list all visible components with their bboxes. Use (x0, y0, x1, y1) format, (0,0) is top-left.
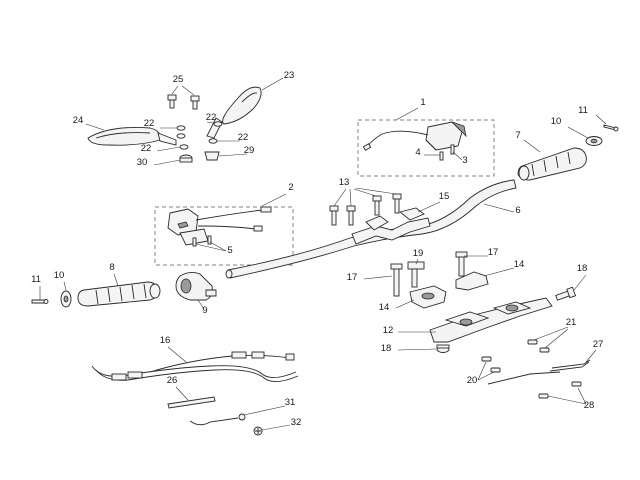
callout-c18b: 18 (381, 343, 392, 354)
screw-3 (450, 144, 455, 155)
callout-c22a: 22 (144, 118, 155, 129)
throttle-housing-9 (175, 271, 217, 301)
spacer-21-a (527, 339, 538, 345)
callout-c7: 7 (515, 130, 520, 141)
washer-22-d (213, 121, 223, 127)
handlebar-6 (225, 179, 517, 279)
callout-c12: 12 (383, 325, 394, 336)
callout-c17b: 17 (347, 272, 358, 283)
washer-22-e (208, 138, 218, 144)
callout-c3: 3 (462, 155, 467, 166)
bolt-17-right (455, 251, 468, 277)
callout-c4: 4 (415, 147, 420, 158)
callout-c14b: 14 (379, 302, 390, 313)
callout-c26: 26 (167, 375, 178, 386)
callout-c19: 19 (413, 248, 424, 259)
brace-rod (487, 371, 561, 385)
callout-c21: 21 (566, 317, 577, 328)
bolt-13-c (372, 195, 382, 216)
bolt-19 (407, 261, 425, 288)
bracket-27 (549, 359, 591, 372)
callout-c28: 28 (584, 400, 595, 411)
callout-c5: 5 (227, 245, 232, 256)
switch-cube-1 (425, 121, 467, 151)
adapter-29 (204, 151, 220, 161)
nut-18-left (436, 344, 450, 353)
spacer-21-b (539, 347, 550, 353)
callout-c22c: 22 (238, 132, 249, 143)
spacer-28-b (571, 381, 582, 387)
screw-5-b (207, 235, 212, 245)
bolt-13-b (346, 205, 356, 226)
pin-11-left (31, 299, 49, 304)
spacer-20-b (490, 367, 501, 373)
lower-clamp-12 (429, 297, 553, 343)
callout-c20: 20 (467, 375, 478, 386)
mirror-left (87, 127, 177, 146)
washer-22-b (176, 133, 186, 139)
callout-c8: 8 (109, 262, 114, 273)
grip-8 (77, 281, 161, 307)
callout-c11b: 11 (31, 274, 41, 285)
switch-cube-2 (167, 208, 209, 246)
upper-clamp-15 (351, 207, 431, 245)
callout-c10a: 10 (551, 116, 562, 127)
callout-c24: 24 (73, 115, 84, 126)
bolt-13-d (392, 193, 402, 214)
callout-c18a: 18 (577, 263, 588, 274)
bolt-18-right (555, 286, 577, 301)
callout-c2: 2 (288, 182, 293, 193)
bolt-25-left (167, 94, 177, 109)
screw-5-a (192, 237, 197, 247)
throttle-cable-16 (91, 351, 299, 382)
callout-c10b: 10 (54, 270, 65, 281)
switch-2-wire-a (195, 209, 263, 221)
screw-4 (439, 151, 444, 161)
callout-c16: 16 (160, 335, 171, 346)
callout-c22d: 22 (141, 143, 152, 154)
spacer-20-a (481, 356, 492, 362)
nut-30 (179, 154, 193, 163)
callout-c11a: 11 (578, 105, 588, 116)
callout-c25: 25 (173, 74, 184, 85)
callout-c29: 29 (244, 145, 255, 156)
callout-c13: 13 (339, 177, 350, 188)
riser-14-right (455, 271, 489, 291)
callout-c30: 30 (137, 157, 148, 168)
bar-end-10-right (585, 136, 603, 146)
riser-14-left (409, 285, 447, 309)
bolt-25-right (190, 95, 200, 110)
switch-assembly-1-group-box (357, 119, 495, 177)
screw-32 (253, 426, 263, 436)
callout-c23: 23 (284, 70, 295, 81)
washer-22-a (176, 125, 186, 131)
pin-11-right (603, 124, 619, 132)
callout-c22b: 22 (206, 112, 217, 123)
washer-22-c (179, 144, 189, 150)
callout-c15: 15 (439, 191, 450, 202)
wire-clip-31 (189, 413, 246, 426)
switch-1-wire (367, 130, 429, 147)
bolt-13-a (329, 205, 339, 226)
switch-1-connector (362, 143, 372, 151)
callout-c27: 27 (593, 339, 604, 350)
callout-c31: 31 (285, 397, 296, 408)
callout-c1: 1 (420, 97, 425, 108)
switch-2-connector-b (253, 225, 263, 232)
callout-c6: 6 (515, 205, 520, 216)
bolt-17-left (390, 263, 403, 297)
callout-c9: 9 (202, 305, 207, 316)
callout-c14a: 14 (514, 259, 525, 270)
callout-c17a: 17 (488, 247, 499, 258)
grip-7 (517, 147, 587, 181)
leader-lines (39, 77, 607, 431)
spacer-28-a (538, 393, 549, 399)
tie-strap-26 (167, 396, 216, 409)
bar-end-10-left (60, 290, 72, 308)
switch-2-wire-b (197, 225, 256, 230)
callout-c32: 32 (291, 417, 302, 428)
switch-2-connector-a (260, 206, 272, 213)
